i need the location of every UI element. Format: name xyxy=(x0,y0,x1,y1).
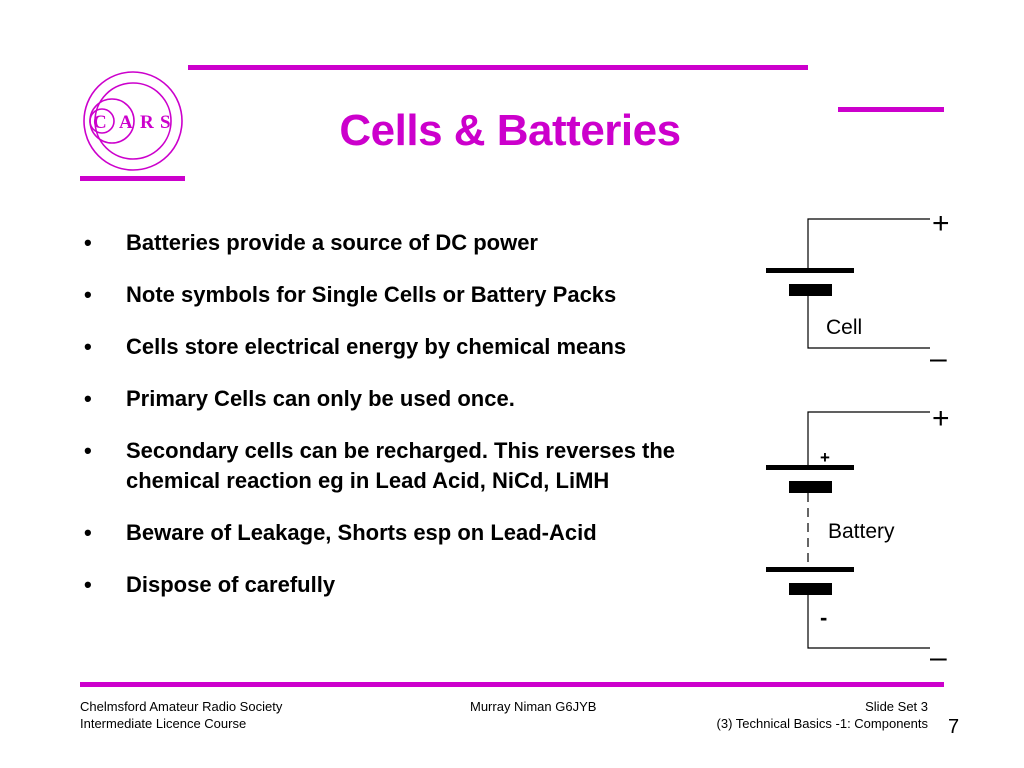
footer-society: Chelmsford Amateur Radio Society xyxy=(80,699,283,714)
battery-label: Battery xyxy=(828,520,895,543)
bullet-item: • Beware of Leakage, Shorts esp on Lead-A… xyxy=(84,518,754,548)
footer-right: Slide Set 3 (3) Technical Basics -1: Com… xyxy=(717,698,928,732)
battery-short-plate-2 xyxy=(789,583,832,595)
bullet-text: Primary Cells can only be used once. xyxy=(126,386,515,411)
top-rule xyxy=(188,65,808,70)
cars-logo: C A R S xyxy=(83,71,183,171)
bullet-dot: • xyxy=(84,520,92,545)
bullet-dot: • xyxy=(84,572,92,597)
footer-section: (3) Technical Basics -1: Components xyxy=(716,716,928,731)
battery-wire-bottom xyxy=(807,595,930,649)
bullet-dot: • xyxy=(84,334,92,359)
bullet-text: Secondary cells can be recharged. This r… xyxy=(126,438,676,493)
battery-short-plate-1 xyxy=(789,481,832,493)
cell-wire-bottom xyxy=(807,295,930,349)
bullet-item: • Note symbols for Single Cells or Batter… xyxy=(84,280,754,310)
logo-underline xyxy=(80,176,185,181)
bullet-item: • Secondary cells can be recharged. This … xyxy=(84,436,754,496)
bullet-dot: • xyxy=(84,282,92,307)
footer-author: Murray Niman G6JYB xyxy=(470,699,597,714)
cell-label: Cell xyxy=(826,316,862,339)
cell-long-plate xyxy=(766,268,854,273)
logo-letter-c: C xyxy=(93,112,107,133)
bullet-item: • Dispose of carefully xyxy=(84,570,754,600)
cell-minus-terminal: – xyxy=(930,342,947,375)
battery-plus-terminal: + xyxy=(932,402,950,435)
page-number: 7 xyxy=(948,716,960,738)
bullet-item: • Primary Cells can only be used once. xyxy=(84,384,754,414)
bullet-text: Note symbols for Single Cells or Battery… xyxy=(126,282,617,307)
battery-inner-plus: + xyxy=(820,448,830,467)
battery-minus-terminal: – xyxy=(930,641,947,670)
cell-wire-top xyxy=(807,218,930,271)
bullet-text: Dispose of carefully xyxy=(126,572,336,597)
bullet-dot: • xyxy=(84,386,92,411)
cell-battery-diagram: + Cell – + + Battery - – xyxy=(766,207,950,670)
logo-letter-a: A xyxy=(119,112,133,133)
footer-slide-set: Slide Set 3 xyxy=(865,699,928,714)
logo-letter-r: R xyxy=(140,112,154,133)
bullet-item: • Cells store electrical energy by chemic… xyxy=(84,332,754,362)
footer-course: Intermediate Licence Course xyxy=(80,716,247,731)
bullet-dot: • xyxy=(84,230,92,255)
logo-letter-s: S xyxy=(160,112,171,133)
footer-left: Chelmsford Amateur Radio Society Interme… xyxy=(80,698,282,732)
footer-rule xyxy=(80,682,944,687)
bullet-dot: • xyxy=(84,438,92,463)
bullet-text: Batteries provide a source of DC power xyxy=(126,230,538,255)
bullet-text: Beware of Leakage, Shorts esp on Lead-Ac… xyxy=(126,520,597,545)
slide-title: Cells & Batteries xyxy=(339,106,681,155)
bullet-text: Cells store electrical energy by chemica… xyxy=(126,334,627,359)
cell-plus-terminal: + xyxy=(932,207,950,240)
battery-long-plate-1 xyxy=(766,465,854,470)
cell-short-plate xyxy=(789,284,832,296)
top-right-rule xyxy=(838,107,944,112)
battery-wire-top xyxy=(807,411,930,467)
bullet-item: • Batteries provide a source of DC power xyxy=(84,228,754,258)
bullet-list: •Batteries provide a source of DC power … xyxy=(84,228,754,622)
battery-inner-minus: - xyxy=(820,605,827,630)
battery-long-plate-2 xyxy=(766,567,854,572)
